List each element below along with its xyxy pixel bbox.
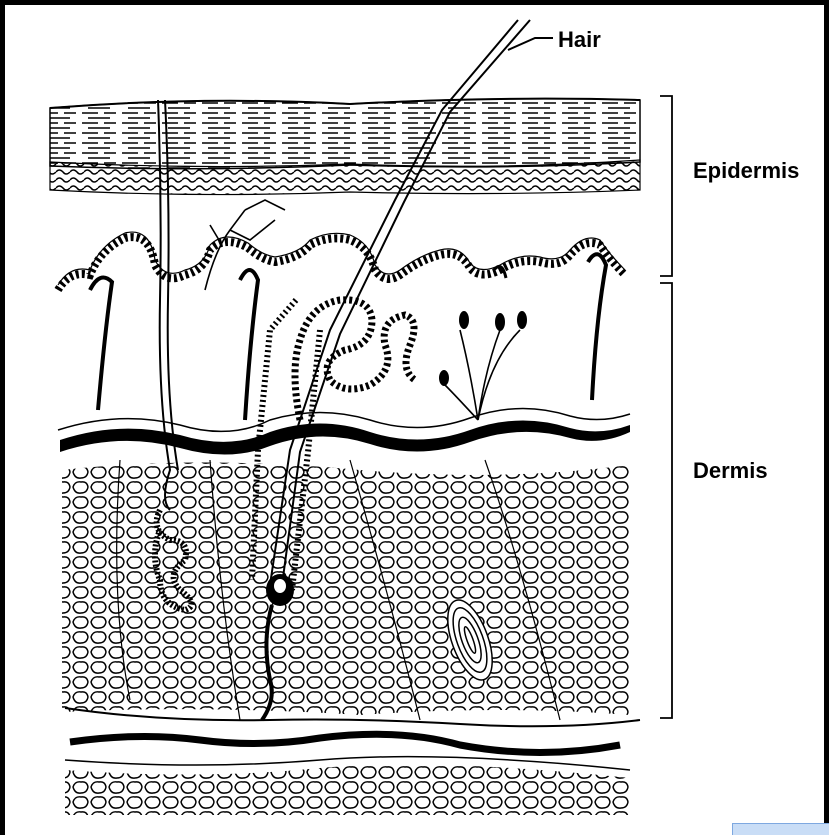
corner-tab[interactable] xyxy=(732,823,829,835)
dermal-vascular-band-lower xyxy=(65,708,640,770)
dermis-label: Dermis xyxy=(693,458,768,483)
dermal-vascular-band-upper xyxy=(58,408,630,454)
sebaceous-gland xyxy=(295,300,415,420)
reticular-dermis xyxy=(62,463,630,716)
granular-layer xyxy=(50,160,640,195)
subcutaneous-layer xyxy=(65,765,630,815)
hair-leader xyxy=(508,38,553,50)
epidermis-label: Epidermis xyxy=(693,158,799,183)
basal-layer xyxy=(58,232,625,290)
dermis-bracket xyxy=(660,283,672,718)
epidermis-bracket xyxy=(660,96,672,276)
hair-label: Hair xyxy=(558,27,601,52)
stratum-corneum xyxy=(50,99,640,169)
